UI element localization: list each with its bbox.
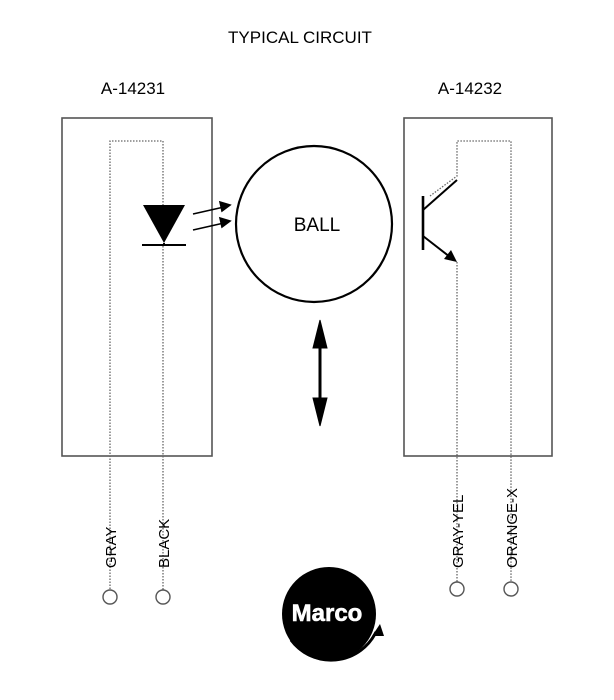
logo-text: Marco [292, 600, 363, 627]
led-icon [142, 205, 186, 246]
receiver-module [403, 117, 553, 592]
emitter-part-number: A-14231 [101, 79, 165, 98]
wire-label-gray: GRAY [103, 527, 120, 568]
wire-label-gray-yel: GRAY-YEL [450, 495, 467, 568]
ball: BALL [234, 144, 394, 304]
phototransistor-icon [421, 179, 458, 262]
wire-label-black: BLACK [156, 519, 173, 568]
emitter-internal-wire [109, 140, 164, 592]
emitter-housing [61, 117, 213, 457]
up-down-arrow-icon [312, 319, 328, 427]
receiver-collector-wire [429, 140, 512, 592]
diagram-title: TYPICAL CIRCUIT [228, 28, 372, 47]
receiver-housing [403, 117, 553, 457]
light-emission-arrows-icon [192, 200, 232, 231]
wire-label-orange-x: ORANGE-X [504, 488, 521, 568]
terminal-orange-x [503, 581, 519, 597]
terminal-gray-yel [449, 581, 465, 597]
terminal-gray [102, 589, 118, 605]
terminal-black [155, 589, 171, 605]
ball-label: BALL [294, 215, 340, 236]
ball-circle [234, 144, 394, 304]
emitter-module [61, 117, 232, 592]
marco-logo: Marco [282, 567, 384, 662]
receiver-part-number: A-14232 [438, 79, 502, 98]
